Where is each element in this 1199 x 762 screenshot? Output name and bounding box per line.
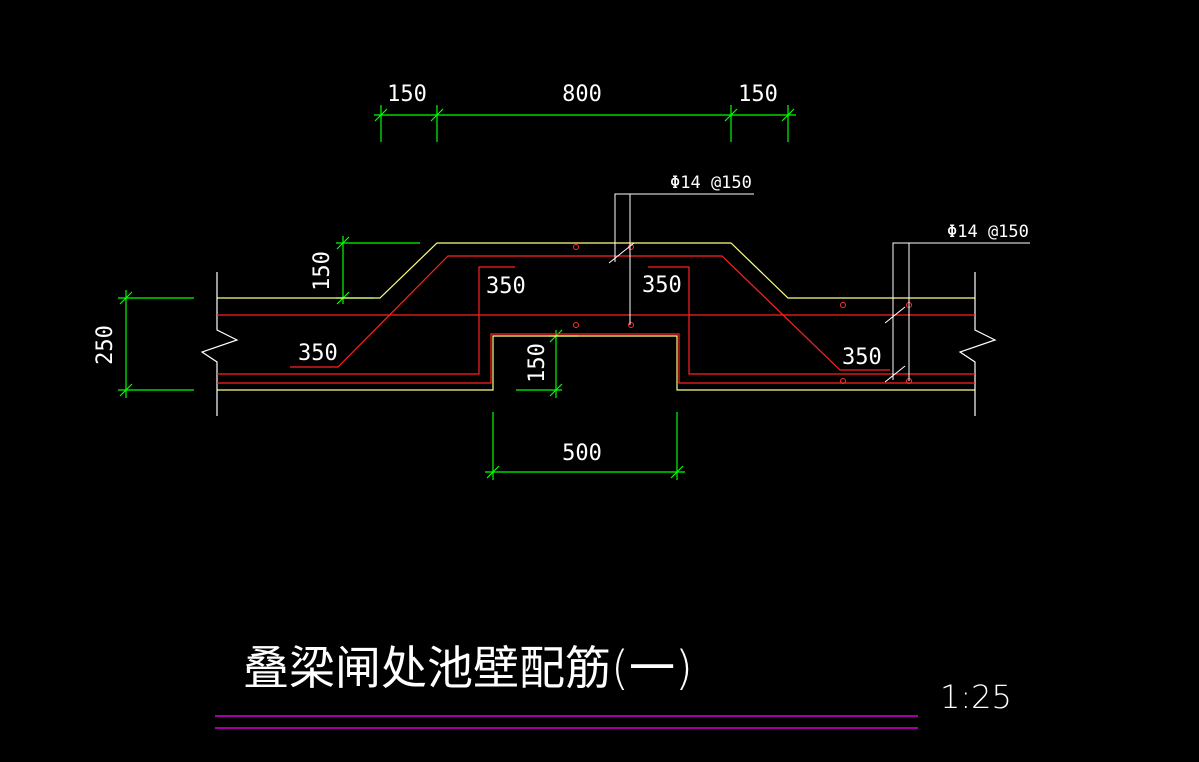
bottom-tick-left [486,465,500,479]
dim-wall-thickness: 250 [93,325,118,365]
rebar-bottom-u [217,333,975,384]
bottom-dimension [485,412,685,480]
right-break-line [958,272,997,416]
outline-top [217,242,975,299]
drawing-title: 叠梁闸处池壁配筋(一) [243,641,693,695]
break-lines [200,272,997,416]
center-leader [614,193,754,262]
lap-label-inner-right: 350 [642,273,682,298]
wall-tick-top [119,291,133,305]
outline-bottom [217,335,975,391]
top-tick-4 [781,108,795,122]
drawing-scale: 1:25 [940,678,1012,716]
rebar-left-inner [217,266,515,375]
concrete-outline [217,242,975,391]
lap-label-left: 350 [298,341,338,366]
rebar-label-center: Φ14 @150 [670,173,752,193]
right-leader-tick-bottom [884,365,906,383]
left-step-tick-top [336,236,350,250]
lap-label-right: 350 [842,345,882,370]
wall-tick-bottom [119,383,133,397]
dim-lower-step-height: 150 [525,343,550,383]
top-tick-1 [374,108,388,122]
rebar-top-bent [290,255,890,371]
rebar-dot [628,322,634,328]
top-dimension-chain [374,105,796,142]
dim-top-middle: 800 [562,82,602,107]
rebar-dot [573,244,579,250]
bottom-tick-right [670,465,684,479]
rebar-leaders [608,193,1030,383]
right-leader-tick-top [884,306,906,324]
rebar-dot [840,378,846,384]
top-tick-2 [430,108,444,122]
dim-left-step-height: 150 [310,251,335,291]
right-leader [892,242,1030,380]
dim-top-left: 150 [387,82,427,107]
rebar-label-right: Φ14 @150 [947,222,1029,242]
lower-step-tick-bottom [549,383,563,397]
top-tick-3 [724,108,738,122]
dim-top-right: 150 [738,82,778,107]
title-underlines [215,715,918,729]
rebar-right-inner [648,266,975,375]
rebar-lines [217,255,975,384]
lap-label-inner-left: 350 [486,274,526,299]
rebar-dot [573,322,579,328]
center-leader-tick [608,242,635,264]
dim-bottom-width: 500 [562,441,602,466]
left-break-line [200,272,239,416]
rebar-dot [840,302,846,308]
